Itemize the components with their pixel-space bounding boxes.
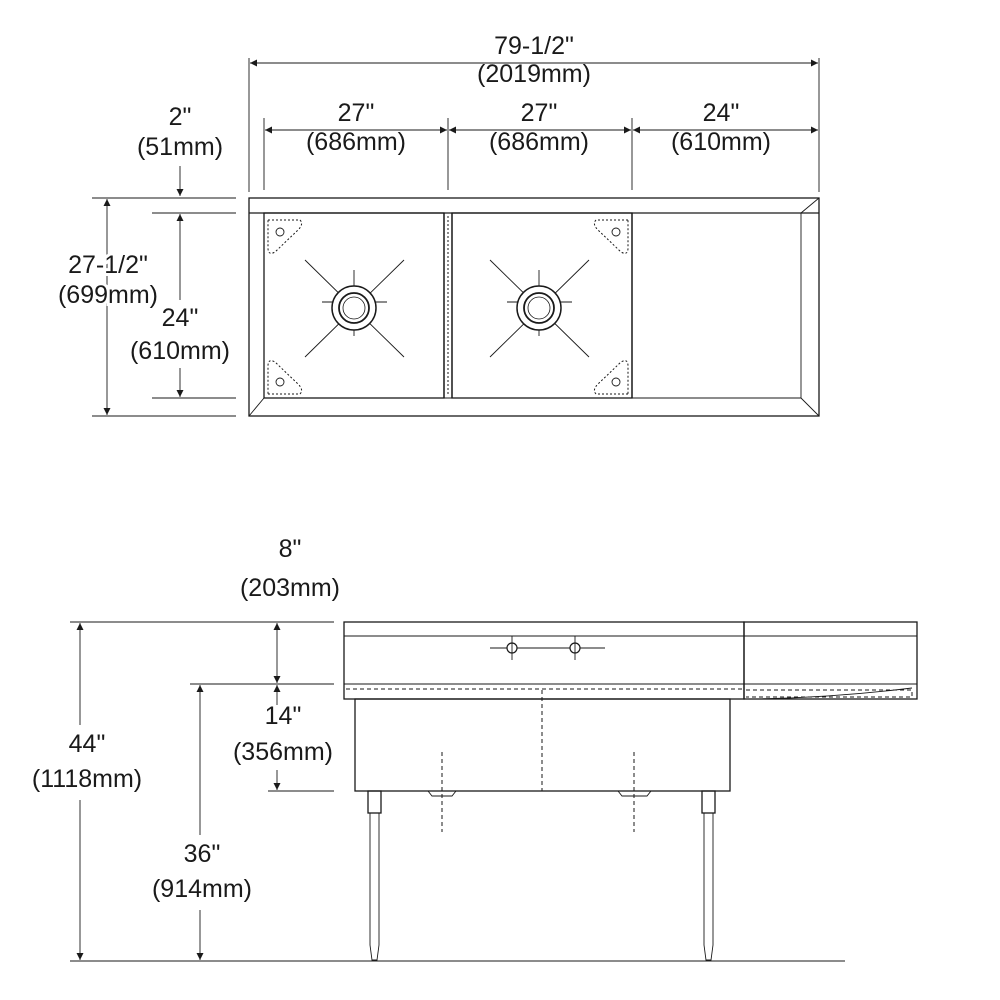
rim-left — [248, 212, 265, 417]
plan-view — [92, 58, 820, 417]
backsplash-depth-imperial: 2" — [169, 103, 192, 131]
rim-bottom — [264, 397, 820, 417]
backsplash-front — [343, 621, 745, 700]
bowl-depth-imperial: 24" — [162, 304, 199, 332]
leg-right — [701, 790, 716, 961]
backsplash-height-imperial: 8" — [279, 535, 302, 563]
bowl-2-width-imperial: 27" — [521, 99, 558, 127]
overall-depth-metric: (699mm) — [58, 281, 158, 309]
overall-width-imperial: 79-1/2" — [494, 32, 574, 60]
overall-width-metric: (2019mm) — [477, 60, 591, 88]
bowl-height-metric: (356mm) — [233, 738, 333, 766]
bowl-2-width-metric: (686mm) — [489, 128, 589, 156]
drainboard-width-imperial: 24" — [703, 99, 740, 127]
leg-left — [367, 790, 382, 961]
bowl-depth-metric: (610mm) — [130, 337, 230, 365]
overall-height-metric: (1118mm) — [32, 765, 142, 793]
faucet-holes — [490, 636, 605, 660]
corner-brackets — [267, 219, 629, 395]
overall-height-imperial: 44" — [69, 730, 106, 758]
drainboard-width-metric: (610mm) — [671, 128, 771, 156]
backsplash-height-metric: (203mm) — [240, 574, 340, 602]
elevation-view — [70, 621, 918, 962]
work-height-imperial: 36" — [184, 840, 221, 868]
bowl-1-width-metric: (686mm) — [306, 128, 406, 156]
overall-depth-imperial: 27-1/2" — [68, 251, 148, 279]
sink-top-outline — [248, 197, 820, 417]
bowl-height-imperial: 14" — [265, 702, 302, 730]
work-height-metric: (914mm) — [152, 875, 252, 903]
bowl-1-drain — [304, 259, 405, 358]
backsplash-depth-metric: (51mm) — [137, 133, 223, 161]
bowl-2-drain — [489, 259, 590, 358]
bowl-1-width-imperial: 27" — [338, 99, 375, 127]
rim-right — [800, 197, 820, 398]
drainboard-side — [743, 621, 918, 700]
